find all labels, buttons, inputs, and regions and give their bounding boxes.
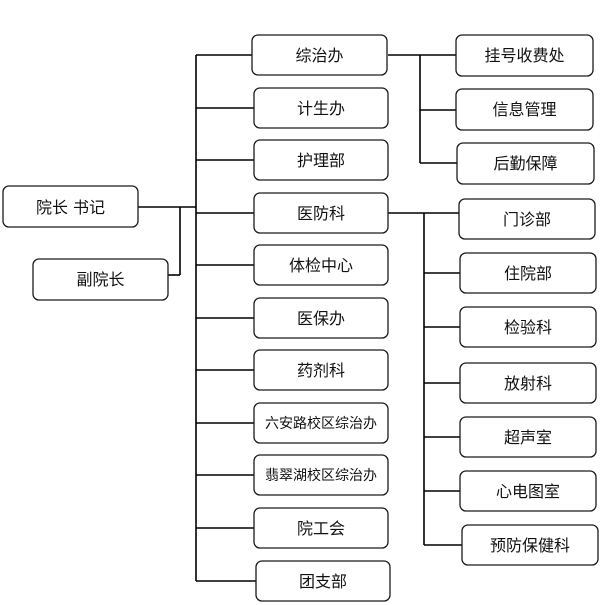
dept-node: 院工会 <box>253 507 389 549</box>
dept-box <box>255 560 391 602</box>
clinical-unit-node: 放射科 <box>459 362 597 404</box>
node-root-box <box>2 185 139 228</box>
clinical-unit-node: 超声室 <box>459 416 597 458</box>
dept-label: 综治办 <box>295 46 343 65</box>
dept-label: 药剂科 <box>297 361 345 380</box>
node-deputy-box <box>32 258 169 301</box>
admin-unit-box <box>456 142 595 185</box>
node-root-label: 院长 书记 <box>36 198 105 217</box>
dept-node: 护理部 <box>253 139 389 181</box>
clinical-unit-label: 预防保健科 <box>490 536 570 555</box>
dept-label: 团支部 <box>299 572 347 591</box>
dept-label: 护理部 <box>297 151 345 170</box>
node-deputy-label: 副院长 <box>76 270 124 289</box>
clinical-unit-node: 心电图室 <box>459 470 597 512</box>
clinical-unit-label: 住院部 <box>504 264 552 283</box>
clinical-unit-box <box>459 470 597 512</box>
dept-node: 医保办 <box>253 297 389 339</box>
dept-box <box>253 297 389 339</box>
dept-box <box>253 192 389 234</box>
clinical-unit-node: 住院部 <box>459 252 597 294</box>
dept-node: 体检中心 <box>253 244 389 286</box>
dept-label: 院工会 <box>297 519 345 538</box>
dept-label: 体检中心 <box>289 256 353 275</box>
clinical-unit-node: 门诊部 <box>458 198 596 240</box>
dept-label: 计生办 <box>297 99 345 118</box>
admin-unit-column: 挂号收费处 信息管理 后勤保障 <box>455 34 595 185</box>
dept-box <box>253 244 389 286</box>
clinical-unit-label: 超声室 <box>504 428 552 447</box>
admin-unit-box <box>455 88 594 131</box>
clinical-unit-box <box>459 306 597 348</box>
clinical-unit-box <box>459 362 597 404</box>
dept-box <box>253 507 389 549</box>
dept-box <box>253 349 389 391</box>
clinical-unit-label: 放射科 <box>504 374 552 393</box>
clinical-unit-box <box>459 416 597 458</box>
admin-unit-node: 挂号收费处 <box>455 34 594 77</box>
node-root: 院长 书记 <box>2 185 139 228</box>
clinical-unit-label: 心电图室 <box>496 482 560 501</box>
clinical-unit-box <box>458 198 596 240</box>
clinical-unit-box <box>461 524 599 566</box>
dept-box <box>251 34 388 76</box>
dept-label: 医保办 <box>297 309 345 328</box>
dept-node: 医防科 <box>253 192 389 234</box>
dept-box <box>253 454 389 496</box>
admin-unit-label: 后勤保障 <box>493 154 557 173</box>
clinical-unit-column: 门诊部 住院部 检验科 放射科 超声室 心电图室 预防保健科 <box>458 198 599 566</box>
clinical-unit-box <box>459 252 597 294</box>
admin-unit-node: 后勤保障 <box>456 142 595 185</box>
dept-label: 六安路校区综治办 <box>265 415 377 432</box>
dept-label: 翡翠湖校区综治办 <box>265 467 377 484</box>
dept-node: 药剂科 <box>253 349 389 391</box>
admin-unit-label: 信息管理 <box>492 100 556 119</box>
clinical-unit-label: 门诊部 <box>503 210 551 229</box>
dept-box <box>253 402 389 444</box>
admin-unit-node: 信息管理 <box>455 88 594 131</box>
dept-node: 团支部 <box>255 560 391 602</box>
dept-label: 医防科 <box>297 204 345 223</box>
department-column: 综治办 计生办 护理部 医防科 体检中心 医保办 药剂科 六安路校区综治办 <box>251 34 391 602</box>
connector-lines <box>138 54 462 582</box>
admin-unit-label: 挂号收费处 <box>484 46 564 65</box>
admin-unit-box <box>455 34 594 77</box>
dept-node: 综治办 <box>251 34 388 76</box>
dept-node: 六安路校区综治办 <box>253 402 389 444</box>
dept-box <box>253 139 389 181</box>
dept-box <box>253 87 389 129</box>
dept-node: 翡翠湖校区综治办 <box>253 454 389 496</box>
clinical-unit-node: 检验科 <box>459 306 597 348</box>
clinical-unit-node: 预防保健科 <box>461 524 599 566</box>
node-deputy: 副院长 <box>32 258 169 301</box>
clinical-unit-label: 检验科 <box>504 318 552 337</box>
dept-node: 计生办 <box>253 87 389 129</box>
